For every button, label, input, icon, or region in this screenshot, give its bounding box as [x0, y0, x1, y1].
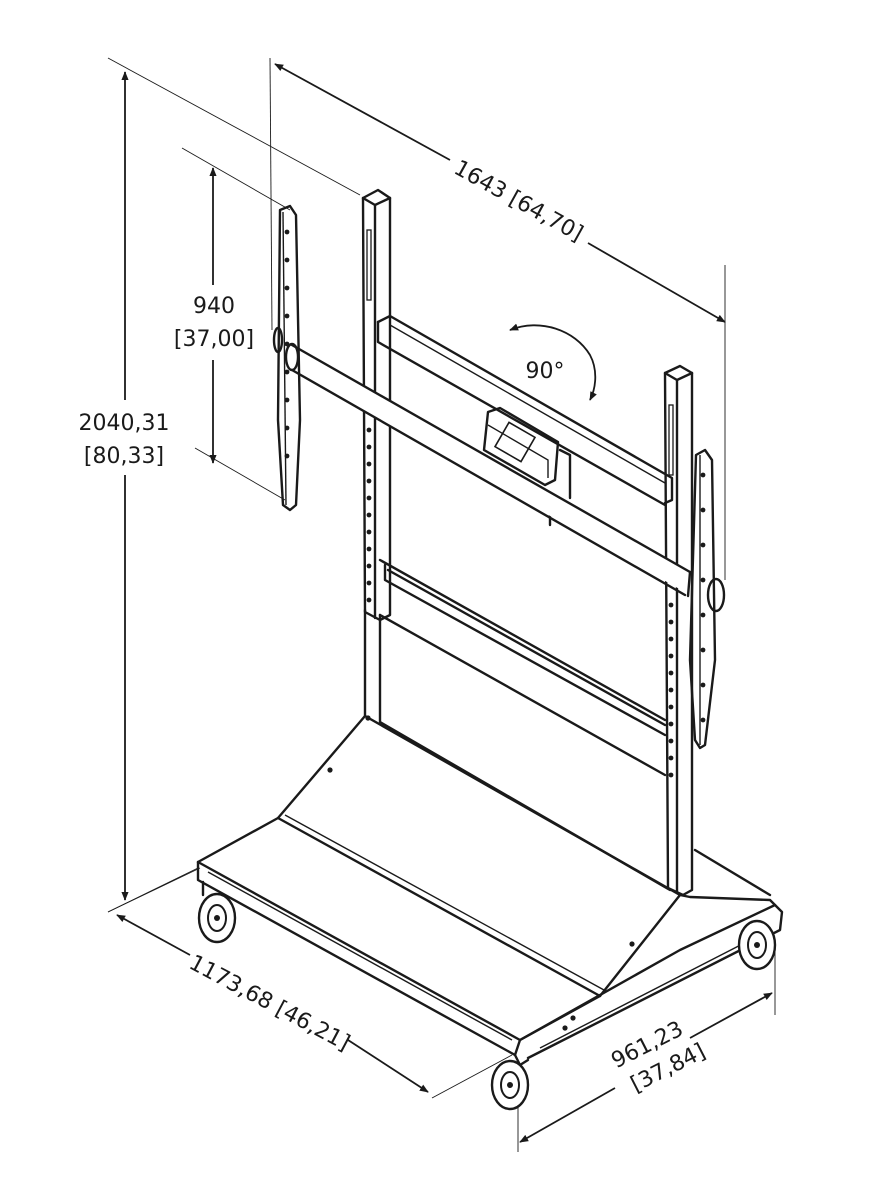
column-hole	[366, 495, 372, 501]
bracket-hole	[700, 577, 706, 583]
caster-wheel-front-right	[490, 1053, 530, 1111]
main-mount-arm	[284, 342, 692, 598]
mount-height-inches: [37,00]	[174, 327, 254, 352]
bracket-hole	[700, 507, 706, 513]
column-hole	[366, 427, 372, 433]
bracket-hole	[284, 285, 290, 291]
back-panel	[363, 558, 672, 892]
column-hole	[366, 580, 372, 586]
bracket-hole	[700, 717, 706, 723]
column-hole	[366, 478, 372, 484]
column-hole	[668, 772, 674, 778]
upper-crossbar	[376, 314, 674, 507]
column-hole	[668, 721, 674, 727]
right-column	[663, 364, 694, 897]
overall-height-value: 2040,31	[79, 411, 170, 436]
left-vesa-bracket	[272, 204, 302, 512]
bracket-hole	[700, 542, 706, 548]
mount-height-value: 940	[193, 294, 235, 319]
column-hole	[668, 670, 674, 676]
bracket-hole	[700, 682, 706, 688]
dimension-overall-width	[274, 63, 726, 323]
column-hole	[668, 738, 674, 744]
column-hole	[366, 444, 372, 450]
column-hole	[668, 602, 674, 608]
bracket-hole	[284, 397, 290, 403]
bracket-hole	[284, 341, 290, 347]
bracket-hole	[284, 369, 290, 375]
rotation-label: 90°	[526, 359, 565, 384]
column-hole	[366, 546, 372, 552]
column-hole	[668, 653, 674, 659]
bracket-hole	[700, 612, 706, 618]
column-hole	[366, 597, 372, 603]
labels: 2040,31 [80,33] 940 [37,00] 1643 [64,70]…	[76, 156, 710, 1098]
bracket-hole	[284, 257, 290, 263]
dimension-base-width	[116, 914, 429, 1093]
bracket-hole	[284, 313, 290, 319]
dimension-base-depth	[519, 992, 773, 1143]
column-hole	[366, 529, 372, 535]
base-trolley	[196, 714, 784, 1060]
overall-height-inches: [80,33]	[84, 444, 164, 469]
column-hole	[668, 619, 674, 625]
base-width-label: 1173,68 [46,21]	[185, 950, 354, 1056]
overall-width-label: 1643 [64,70]	[450, 156, 587, 247]
column-hole	[366, 461, 372, 467]
column-hole	[366, 563, 372, 569]
column-hole	[668, 636, 674, 642]
bracket-hole	[700, 647, 706, 653]
bracket-hole	[284, 453, 290, 459]
caster-wheel-back-right	[737, 919, 777, 971]
bracket-hole	[284, 425, 290, 431]
right-vesa-bracket	[688, 448, 726, 750]
extension-lines	[107, 57, 776, 1152]
column-hole	[366, 512, 372, 518]
rotation-arrow	[509, 323, 597, 401]
bracket-hole	[700, 472, 706, 478]
column-hole	[668, 755, 674, 761]
column-hole	[668, 704, 674, 710]
bracket-hole	[284, 229, 290, 235]
caster-wheel-front-left	[197, 880, 237, 944]
column-hole	[668, 687, 674, 693]
